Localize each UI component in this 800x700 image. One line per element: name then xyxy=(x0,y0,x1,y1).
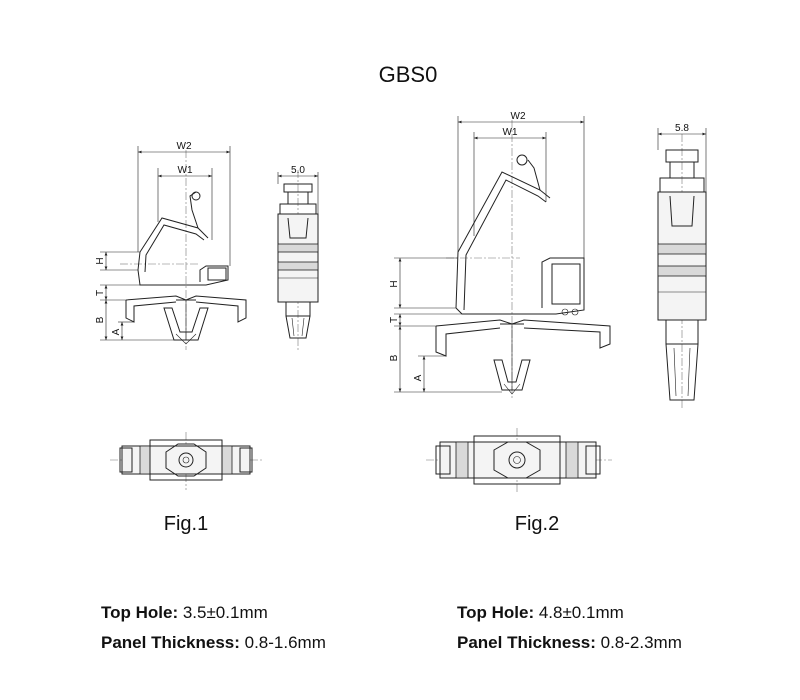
fig1-dim-t: T xyxy=(95,290,106,296)
fig1-panel-thickness-spec: Panel Thickness: 0.8-1.6mm xyxy=(101,633,326,653)
fig2-dim-w1: W1 xyxy=(503,127,518,138)
drawing-title: GBS0 xyxy=(379,62,438,87)
fig1-front-view xyxy=(120,150,247,350)
fig2-caption: Fig.2 xyxy=(515,513,559,535)
fig2-dim-a: A xyxy=(413,374,424,381)
fig2-dim-h: H xyxy=(389,280,400,287)
fig1-dim-w2: W2 xyxy=(177,141,192,152)
fig2-top-view xyxy=(426,428,612,492)
fig2-top-hole-label: Top Hole: xyxy=(457,603,535,622)
fig1-top-hole-value: 3.5±0.1mm xyxy=(178,603,268,622)
fig1-dim-w1: W1 xyxy=(178,165,193,176)
fig2-side-dims: 5.8 xyxy=(657,123,707,192)
fig1-top-hole-spec: Top Hole: 3.5±0.1mm xyxy=(101,603,268,623)
fig2-panel-thickness-spec: Panel Thickness: 0.8-2.3mm xyxy=(457,633,682,653)
fig2-front-view xyxy=(435,120,611,400)
fig1-top-view xyxy=(110,432,262,490)
fig2-panel-thickness-value: 0.8-2.3mm xyxy=(595,633,682,652)
fig1-panel-thickness-label: Panel Thickness: xyxy=(101,633,240,652)
fig1-side-dims: 5.0 xyxy=(277,165,319,214)
fig1-top-hole-label: Top Hole: xyxy=(101,603,179,622)
fig1-dim-a: A xyxy=(111,328,122,335)
fig2-top-hole-value: 4.8±0.1mm xyxy=(534,603,624,622)
fig1-side-view xyxy=(277,170,319,350)
fig2-front-dims: W2 W1 H T B A xyxy=(389,111,585,393)
fig1-dim-width: 5.0 xyxy=(291,165,305,176)
fig1-dim-b: B xyxy=(95,316,106,323)
fig2-dim-width: 5.8 xyxy=(675,123,689,134)
fig2-dim-t: T xyxy=(389,317,400,323)
fig2-side-view xyxy=(657,134,707,408)
fig1-panel-thickness-value: 0.8-1.6mm xyxy=(239,633,326,652)
fig2-panel-thickness-label: Panel Thickness: xyxy=(457,633,596,652)
fig2-dim-w2: W2 xyxy=(511,111,526,122)
fig1-front-dims: W2 W1 H T B A xyxy=(95,141,231,341)
fig1-dim-h: H xyxy=(95,257,106,264)
fig2-top-hole-spec: Top Hole: 4.8±0.1mm xyxy=(457,603,624,623)
fig1-caption: Fig.1 xyxy=(164,513,208,535)
fig2-dim-b: B xyxy=(389,354,400,361)
